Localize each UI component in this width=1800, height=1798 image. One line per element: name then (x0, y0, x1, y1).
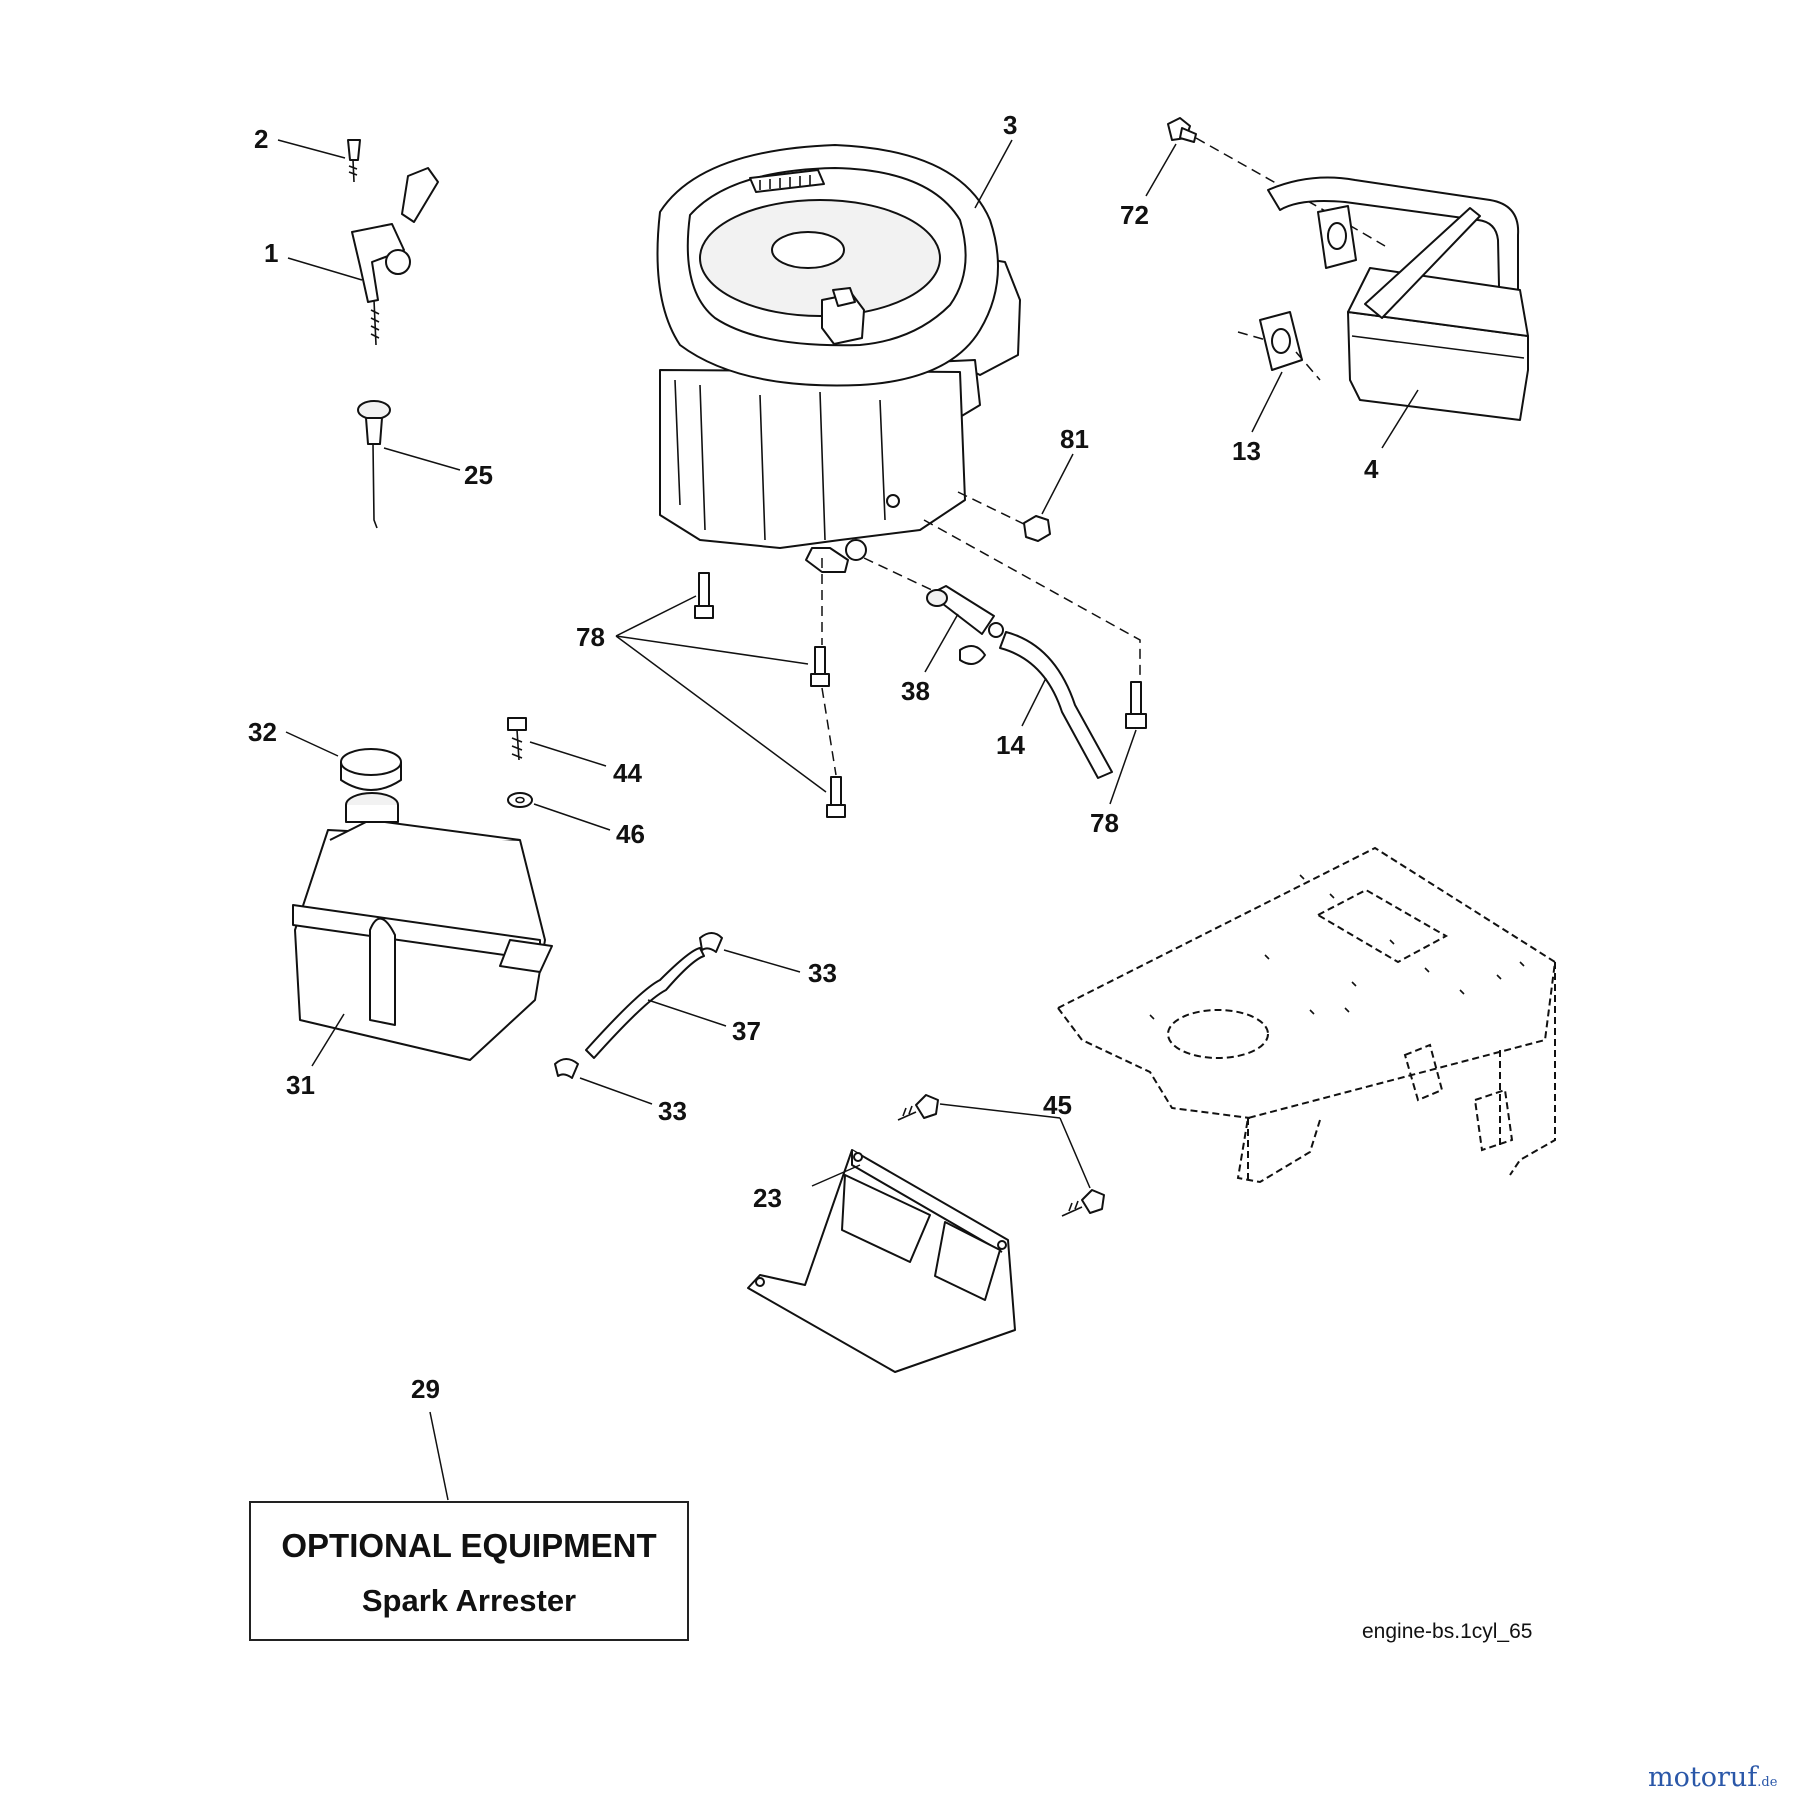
throttle-control-assembly (347, 139, 439, 346)
callout-25: 25 (464, 460, 493, 490)
engine-mount-bolts (694, 572, 1147, 818)
leader-44 (529, 741, 607, 767)
gasket-alignment-line (1237, 331, 1321, 381)
tractor-frame-reference (1057, 846, 1557, 1184)
leader-13 (1251, 371, 1283, 433)
muffler (1267, 176, 1529, 421)
nut-alignment-line (957, 491, 1027, 526)
leader-38 (924, 613, 959, 673)
fuel-tank (292, 792, 553, 1061)
fuel-line (999, 631, 1113, 779)
leader-31 (311, 1013, 345, 1067)
callout-46: 46 (616, 819, 645, 849)
callout-38: 38 (901, 676, 930, 706)
watermark-name: motoruf (1648, 1762, 1758, 1793)
note-subtitle: Spark Arrester (361, 1583, 577, 1618)
hose-clamp-lower (554, 1058, 579, 1079)
leader-3 (974, 139, 1013, 209)
callout-78-right: 78 (1090, 808, 1119, 838)
tank-screw (507, 717, 527, 761)
leader-45 (939, 1103, 1091, 1189)
heat-shield-bolts (897, 1094, 1105, 1217)
muffler-bolt-alignment (1195, 137, 1386, 247)
callout-13: 13 (1232, 436, 1261, 466)
callout-4: 4 (1364, 454, 1379, 484)
callout-32: 32 (248, 717, 277, 747)
leader-14 (1021, 677, 1047, 727)
bolt-alignment-line (821, 558, 837, 776)
callout-33-lower: 33 (658, 1096, 687, 1126)
callout-37: 37 (732, 1016, 761, 1046)
leader-78-left (615, 595, 827, 793)
leader-37 (647, 999, 727, 1027)
tank-washer (507, 792, 533, 808)
callout-2: 2 (254, 124, 268, 154)
callout-78-left: 78 (576, 622, 605, 652)
leader-2 (277, 139, 346, 159)
fuel-hose (585, 947, 705, 1059)
callout-45: 45 (1043, 1090, 1072, 1120)
callout-1: 1 (264, 238, 278, 268)
engine (656, 144, 1021, 573)
note-title: OPTIONAL EQUIPMENT (281, 1527, 657, 1564)
leader-78-right (1109, 729, 1137, 805)
callout-33-upper: 33 (808, 958, 837, 988)
leader-25 (383, 447, 461, 471)
heat-shield (747, 1149, 1016, 1373)
callout-72: 72 (1120, 200, 1149, 230)
callout-14: 14 (996, 730, 1025, 760)
hose-clamp-upper (699, 932, 723, 953)
callout-3: 3 (1003, 110, 1017, 140)
figure-code: engine-bs.1cyl_65 (1362, 1620, 1533, 1643)
fuel-line-alignment (923, 519, 1141, 680)
callout-23: 23 (753, 1183, 782, 1213)
watermark-tld: .de (1757, 1775, 1778, 1790)
leader-81 (1041, 453, 1074, 515)
leader-32 (285, 731, 339, 757)
muffler-bolt (1167, 117, 1197, 143)
callout-31: 31 (286, 1070, 315, 1100)
callout-44: 44 (613, 758, 642, 788)
callout-81: 81 (1060, 424, 1089, 454)
leader-4 (1381, 389, 1419, 449)
fuel-cap (340, 748, 402, 791)
watermark-logo: motoruf.de (1648, 1762, 1777, 1793)
leader-1 (287, 257, 363, 281)
filter-alignment-line (863, 557, 937, 593)
leader-46 (533, 803, 611, 831)
leader-72 (1145, 143, 1177, 197)
leader-33-upper (723, 949, 801, 973)
leader-23 (811, 1164, 861, 1187)
nut (1023, 515, 1051, 542)
dipstick (357, 400, 391, 529)
leader-29 (429, 1411, 449, 1501)
exhaust-gasket (1259, 311, 1303, 371)
fuel-filter (926, 585, 1004, 665)
optional-equipment-note: OPTIONAL EQUIPMENT Spark Arrester (249, 1501, 689, 1641)
leader-33-lower (579, 1077, 653, 1105)
callout-29: 29 (411, 1374, 440, 1404)
